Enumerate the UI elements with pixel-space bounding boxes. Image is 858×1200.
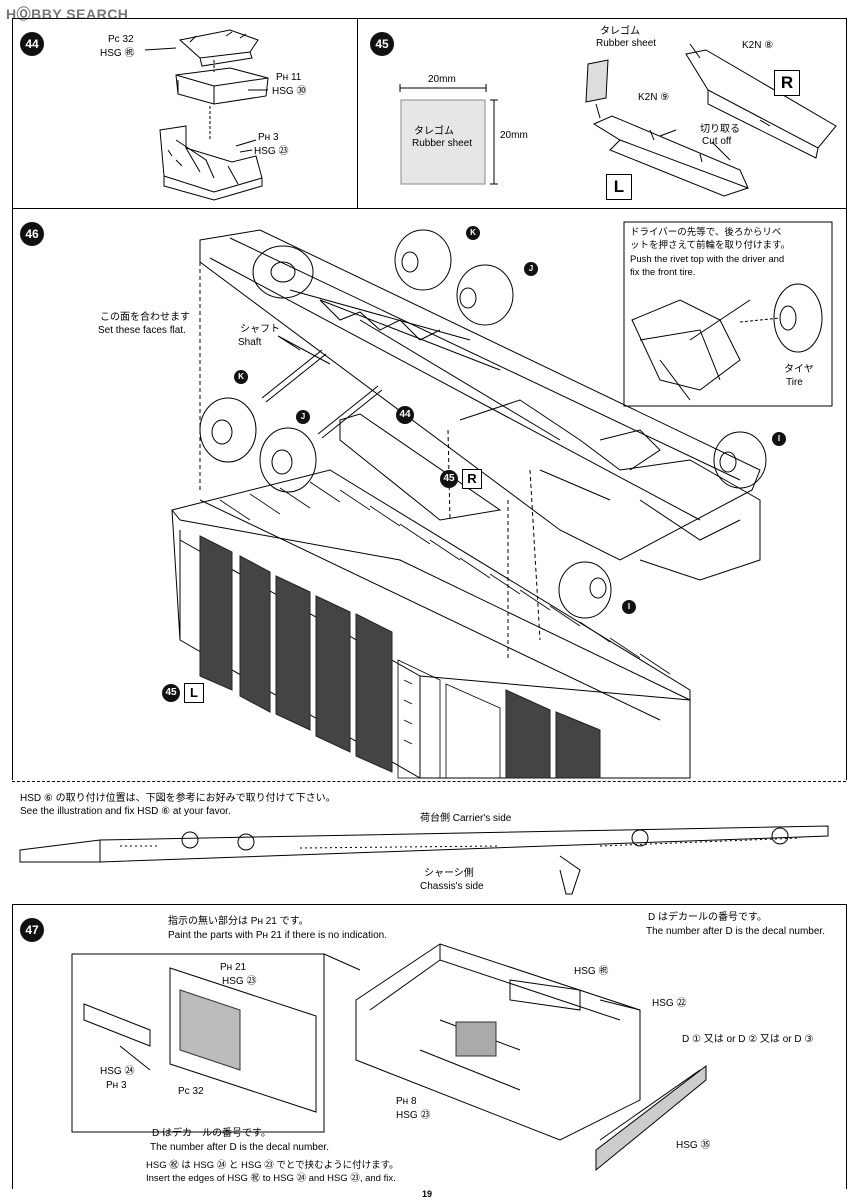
s46-callout-j-left: J <box>296 410 310 424</box>
frame-left-2 <box>12 904 13 1189</box>
step-46-badge: 46 <box>20 222 44 246</box>
s47-label-ph8: Pʜ 8 <box>396 1096 417 1107</box>
s46-chassis <box>199 229 761 581</box>
step-44-badge: 44 <box>20 32 44 56</box>
frame-top <box>12 18 846 19</box>
s46-tire-en: Tire <box>786 377 803 388</box>
s46-mark-r: R <box>462 469 482 489</box>
s45-cut-jp: 切り取る <box>700 124 740 135</box>
s46-callout-j-top: J <box>524 262 538 276</box>
hsd-chassis-en: Chassis's side <box>420 881 484 892</box>
s47-decal-en2: The number after D is the decal number. <box>150 1142 329 1153</box>
s46-shaft-en: Shaft <box>238 337 262 348</box>
s47-paint-jp: 指示の無い部分は Pʜ 21 です。 <box>168 916 309 927</box>
step-47-badge: 47 <box>20 918 44 942</box>
s44-label-pc32: Pᴄ 32 <box>108 34 134 45</box>
s46-detail-jp2: ットを押さえて前輪を取り付けます。 <box>630 240 791 251</box>
s46-detail-jp1: ドライバーの先等で、後ろからリベ <box>630 227 782 238</box>
s46-rear-doors <box>397 659 501 779</box>
s45-left-mark: L <box>606 174 632 200</box>
s47-insert-en: Insert the edges of HSG ㊗ to HSG ㉔ and H… <box>146 1173 396 1184</box>
hsd-note-en: See the illustration and fix HSD ⑥ at yo… <box>20 806 231 817</box>
dashed-separator <box>12 781 846 782</box>
s45-right-mark: R <box>774 70 800 96</box>
s46-spoiler-r <box>339 413 502 521</box>
s46-carrier-body <box>171 469 691 779</box>
s47-decal-en: The number after D is the decal number. <box>646 926 825 937</box>
page-number: 19 <box>422 1189 433 1199</box>
s47-label-hsg23b: HSG ㉓ <box>396 1110 431 1121</box>
s47-label-pc32: Pᴄ 32 <box>178 1086 204 1097</box>
hsd-chassis-jp: シャーシ側 <box>424 868 474 879</box>
frame-left-1 <box>12 18 13 780</box>
s45-sheet-en: Rubber sheet <box>412 138 473 149</box>
s46-carrier-slats <box>219 481 671 675</box>
hsd-note-jp: HSD ⑥ の取り付け位置は、下図を参考にお好みで取り付けて下さい。 <box>20 793 336 804</box>
s44-label-hsg27: HSG ㉓ <box>254 146 289 157</box>
s44-label-hsg29: HSG ㊗ <box>100 48 135 59</box>
s47-paint-en: Paint the parts with Pʜ 21 if there is n… <box>168 930 387 941</box>
s46-faces-jp: この面を合わせます <box>100 312 190 323</box>
frame-right-2 <box>846 904 847 1189</box>
s47-label-hsg35: HSG ㉟ <box>676 1140 711 1151</box>
s45-k2n8: K2N ⑧ <box>742 40 774 51</box>
frame-sep-1 <box>12 208 846 209</box>
s47-side-panel <box>595 1064 707 1172</box>
frame-sep-2 <box>12 904 846 905</box>
s47-label-hsg22: HSG ㉒ <box>652 998 687 1009</box>
s45-top-jp: タレゴム <box>600 26 640 37</box>
s47-decal-jp2: D はデカールの番号です。 <box>152 1128 271 1139</box>
frame-right-1 <box>846 18 847 780</box>
s47-inset-frame <box>71 953 325 1133</box>
s45-sheet-jp: タレゴム <box>414 126 454 137</box>
s45-sheet-width-label: 20mm <box>428 74 456 85</box>
s45-k2n9: K2N ⑨ <box>638 92 670 103</box>
s46-shaft-jp: シャフト <box>240 324 280 335</box>
s47-decal-choice: D ① 又は or D ② 又は or D ③ <box>682 1034 814 1045</box>
s44-label-hsg30: HSG ㉚ <box>272 86 307 97</box>
s46-mark-l: L <box>184 683 204 703</box>
s46-shaft-b <box>317 385 383 439</box>
s47-decal-jp: D はデカールの番号です。 <box>648 912 767 923</box>
divider-44-45 <box>357 18 358 208</box>
s45-small-sheet <box>585 59 609 103</box>
s46-detail-en1: Push the rivet top with the driver and <box>630 254 785 265</box>
s44-label-ph3: Pʜ 3 <box>258 132 279 143</box>
step-45-badge: 45 <box>370 32 394 56</box>
s46-callout-k-top: K <box>466 226 480 240</box>
watermark-logo: HⓄBBY SEARCH <box>6 6 129 22</box>
s46-ref-45-l: 45 <box>162 684 180 702</box>
s47-label-hsg23a: HSG ㉓ <box>222 976 257 987</box>
hsd-carrier-side: 荷台側 Carrier's side <box>420 813 512 824</box>
s47-label-ph3: Pʜ 3 <box>106 1080 127 1091</box>
s47-label-hsg24: HSG ㉔ <box>100 1066 135 1077</box>
s46-shaft-a <box>261 349 327 403</box>
s45-top-en: Rubber sheet <box>596 38 657 49</box>
s46-side-panels <box>199 535 601 779</box>
s44-top-bracket <box>178 29 259 67</box>
s47-label-ph21: Pʜ 21 <box>220 962 247 973</box>
s44-middle-box <box>175 67 269 105</box>
s46-ref-45-r: 45 <box>440 470 458 488</box>
s44-bottom-frame <box>159 125 263 201</box>
s46-callout-i-bottom: I <box>622 600 636 614</box>
s46-ref-44: 44 <box>396 406 414 424</box>
s46-callout-k-left: K <box>234 370 248 384</box>
s46-faces-en: Set these faces flat. <box>98 325 186 336</box>
s46-detail-en2: fix the front tire. <box>630 267 696 278</box>
s45-sheet-height-label: 20mm <box>500 130 528 141</box>
s45-cut-en: Cut off <box>702 136 732 147</box>
s47-label-hsg32: HSG ㊗ <box>574 966 609 977</box>
s47-insert-jp: HSG ㊗ は HSG ㉔ と HSG ㉓ でとで挟むように付けます。 <box>146 1160 399 1171</box>
s44-label-ph11: Pʜ 11 <box>276 72 302 83</box>
s46-wheels <box>199 229 767 619</box>
s46-callout-i-right: I <box>772 432 786 446</box>
s46-tire-jp: タイヤ <box>784 364 814 375</box>
